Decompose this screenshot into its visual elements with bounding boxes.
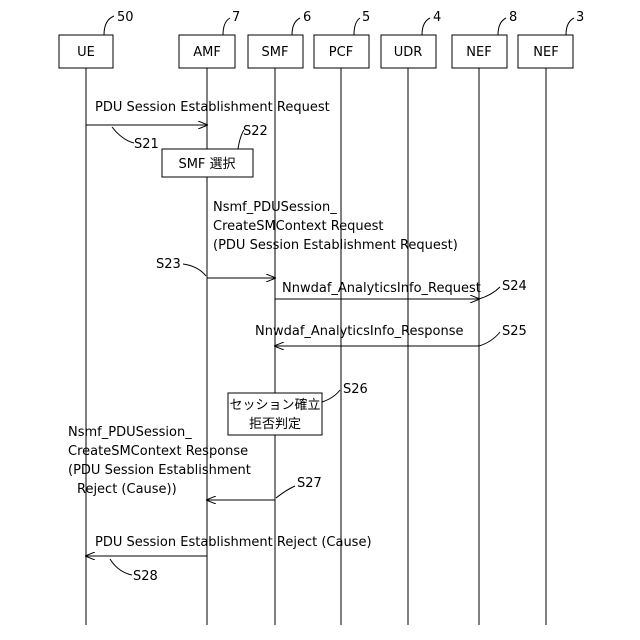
msg-s28-step-leader [110, 559, 132, 575]
entity-ue-name: UE [77, 45, 95, 60]
process-s26-label-2: 拒否判定 [249, 417, 301, 432]
process-s22: SMF 選択 S22 [162, 124, 268, 177]
msg-s23-step-leader [183, 264, 206, 276]
msg-s24-step-leader [479, 287, 500, 299]
msg-s27-label-4: Reject (Cause)) [77, 482, 177, 497]
entity-ue-ref: 50 [117, 10, 134, 25]
process-s26: セッション確立 拒否判定 S26 [228, 382, 368, 435]
entity-smf-ref: 6 [303, 10, 311, 25]
entity-smf-name: SMF [262, 45, 289, 60]
entity-udr: UDR 4 [381, 10, 441, 68]
msg-s23-label-2: CreateSMContext Request [213, 219, 384, 234]
entity-nef-3-ref: 3 [576, 10, 584, 25]
entity-pcf-name: PCF [329, 45, 353, 60]
entity-nef-8: NEF 8 [452, 10, 517, 68]
entity-pcf: PCF 5 [314, 10, 370, 68]
msg-s25-label: Nnwdaf_AnalyticsInfo_Response [255, 324, 463, 339]
entity-ue-ref-leader [104, 16, 114, 35]
msg-s25-step-leader [479, 332, 500, 346]
entity-nef-8-ref-leader [498, 18, 506, 35]
msg-s27-label-3: (PDU Session Establishment [68, 463, 251, 478]
entity-nef-3-name: NEF [533, 45, 558, 60]
entity-amf-ref-leader [223, 18, 230, 35]
entity-amf-ref: 7 [232, 10, 240, 25]
process-s26-label-1: セッション確立 [229, 397, 320, 413]
entity-udr-ref-leader [422, 18, 430, 35]
process-s22-step: S22 [243, 124, 268, 139]
msg-s25-step: S25 [502, 324, 527, 339]
msg-s21-step-leader [112, 127, 134, 143]
entity-udr-ref: 4 [433, 10, 441, 25]
msg-s24-step: S24 [502, 279, 527, 294]
msg-s21-label: PDU Session Establishment Request [95, 100, 330, 115]
msg-s23-label-3: (PDU Session Establishment Request) [213, 238, 458, 253]
msg-s24-label: Nnwdaf_AnalyticsInfo_Request [282, 281, 481, 296]
entity-nef-3-ref-leader [566, 18, 574, 35]
entity-ue: UE 50 [59, 10, 134, 68]
entity-smf: SMF 6 [248, 10, 311, 68]
msg-s23-label-1: Nsmf_PDUSession_ [213, 200, 337, 215]
process-s26-step-leader [322, 390, 340, 402]
entity-amf: AMF 7 [179, 10, 240, 68]
entity-nef-8-name: NEF [466, 45, 491, 60]
process-s26-step: S26 [343, 382, 368, 397]
entity-smf-ref-leader [292, 18, 300, 35]
msg-s27-step-leader [276, 486, 295, 498]
process-s22-label: SMF 選択 [178, 157, 235, 172]
entity-pcf-ref-leader [354, 18, 360, 35]
msg-s27-step: S27 [297, 476, 322, 491]
msg-s28-label: PDU Session Establishment Reject (Cause) [95, 535, 372, 550]
msg-s23-step: S23 [156, 257, 181, 272]
msg-s27-label-1: Nsmf_PDUSession_ [68, 425, 192, 440]
entity-amf-name: AMF [193, 45, 221, 60]
entity-udr-name: UDR [394, 45, 423, 60]
msg-s27-label-2: CreateSMContext Response [68, 444, 248, 459]
entity-pcf-ref: 5 [362, 10, 370, 25]
msg-s21-step: S21 [134, 137, 159, 152]
msg-s28-step: S28 [133, 569, 158, 584]
entity-nef-8-ref: 8 [509, 10, 517, 25]
entity-nef-3: NEF 3 [518, 10, 584, 68]
